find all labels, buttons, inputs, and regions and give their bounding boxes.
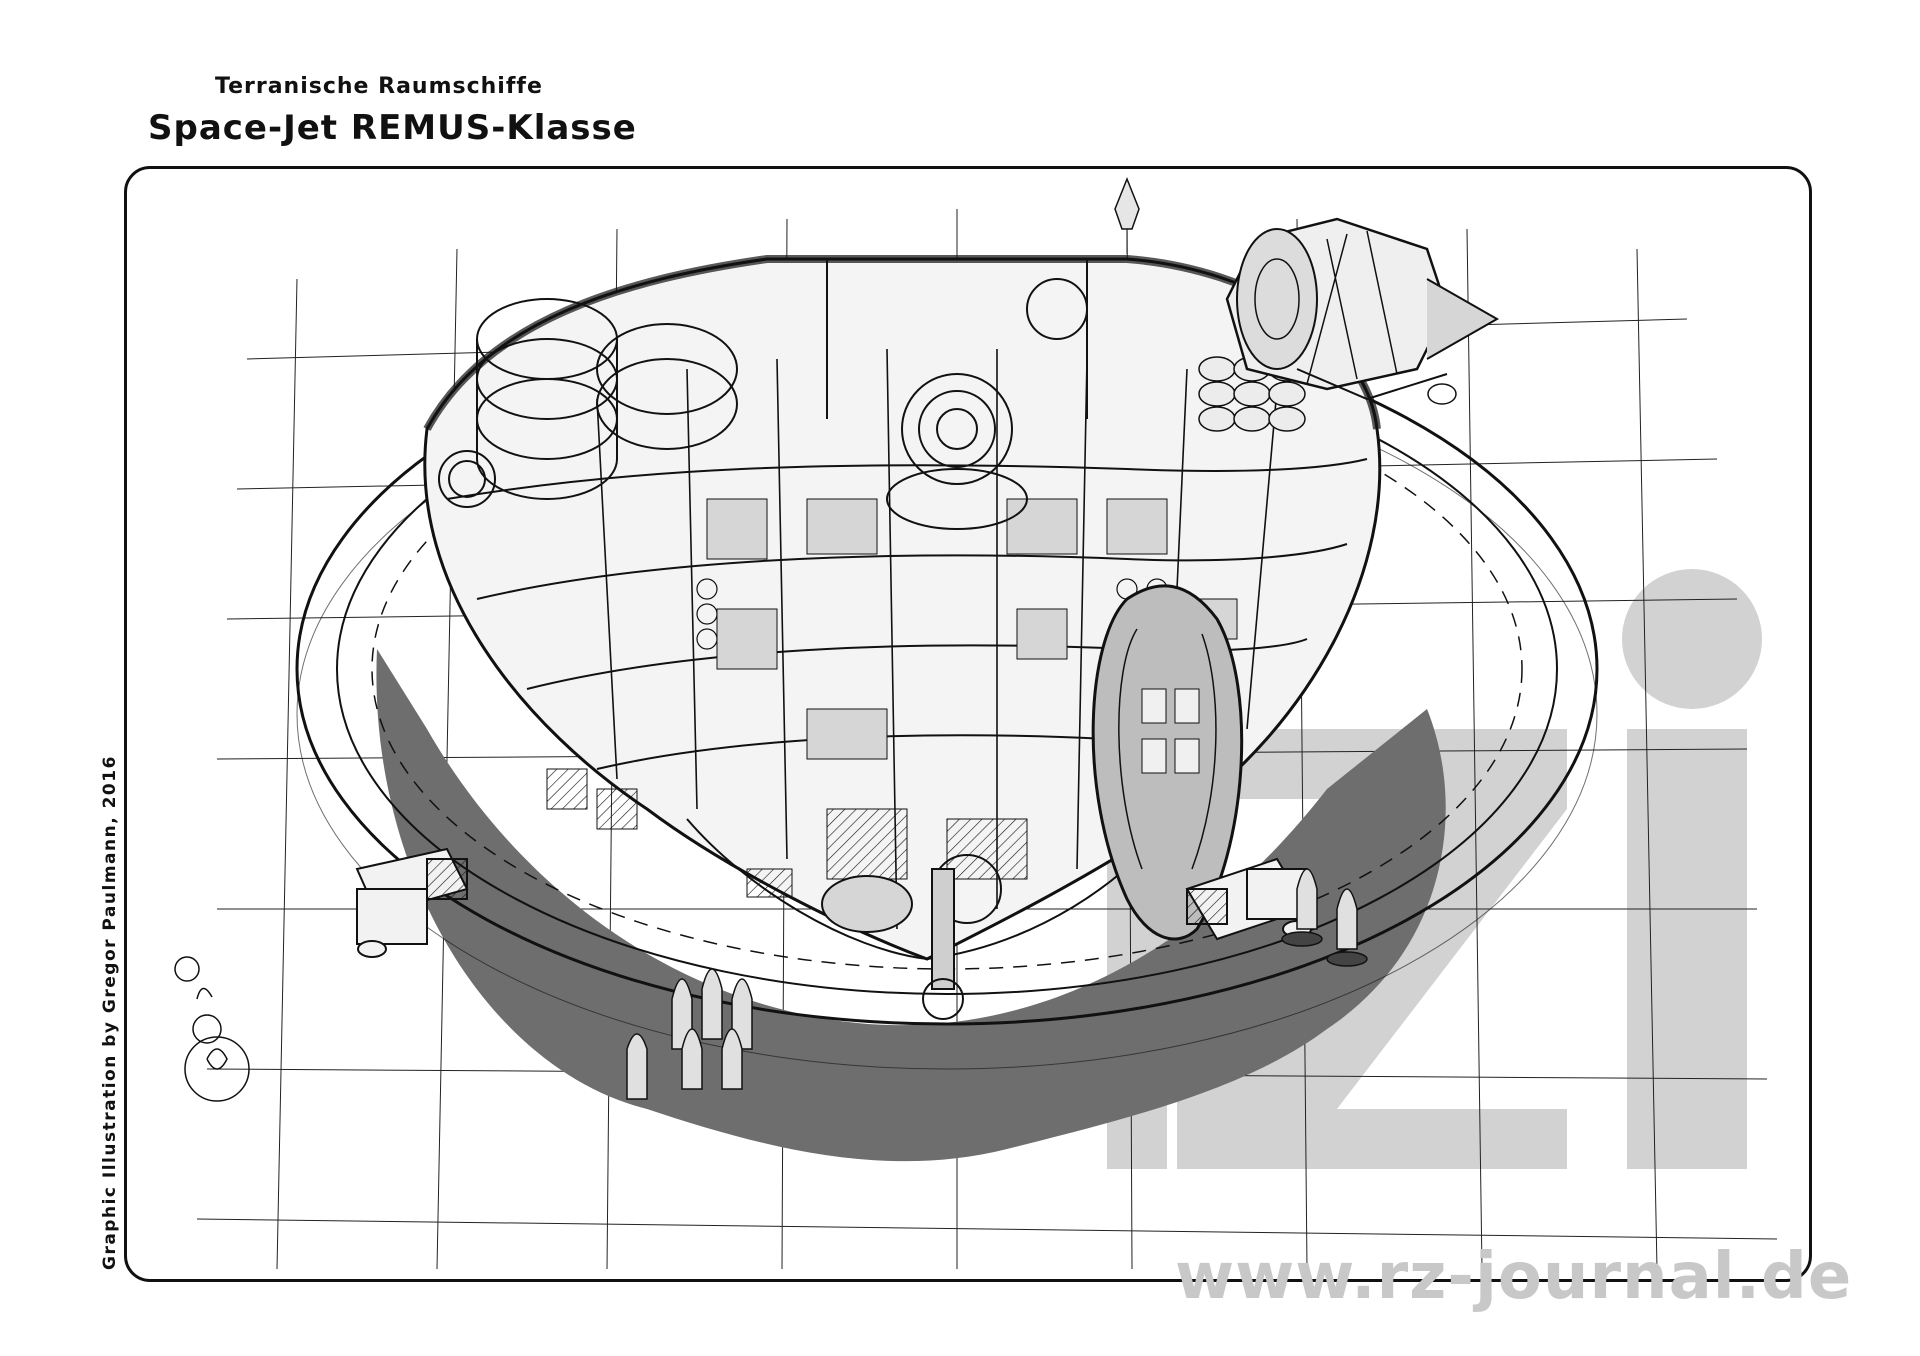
probe bbox=[1114, 176, 1140, 254]
watermark-url: www.rz-journal.de bbox=[1175, 1240, 1853, 1314]
crew-figures bbox=[626, 868, 1368, 1100]
service-cart-left bbox=[355, 847, 469, 958]
header-subtitle: Terranische Raumschiffe bbox=[215, 74, 543, 99]
illustration-frame bbox=[124, 166, 1812, 1282]
cutaway-illustration bbox=[174, 176, 1778, 1270]
mascot-sketch bbox=[174, 956, 250, 1102]
header-title: Space-Jet REMUS-Klasse bbox=[148, 108, 637, 148]
docked-shuttle bbox=[1091, 584, 1244, 941]
engine-module bbox=[1225, 217, 1500, 405]
credit-line: Graphic Illustration by Gregor Paulmann,… bbox=[100, 755, 120, 1270]
